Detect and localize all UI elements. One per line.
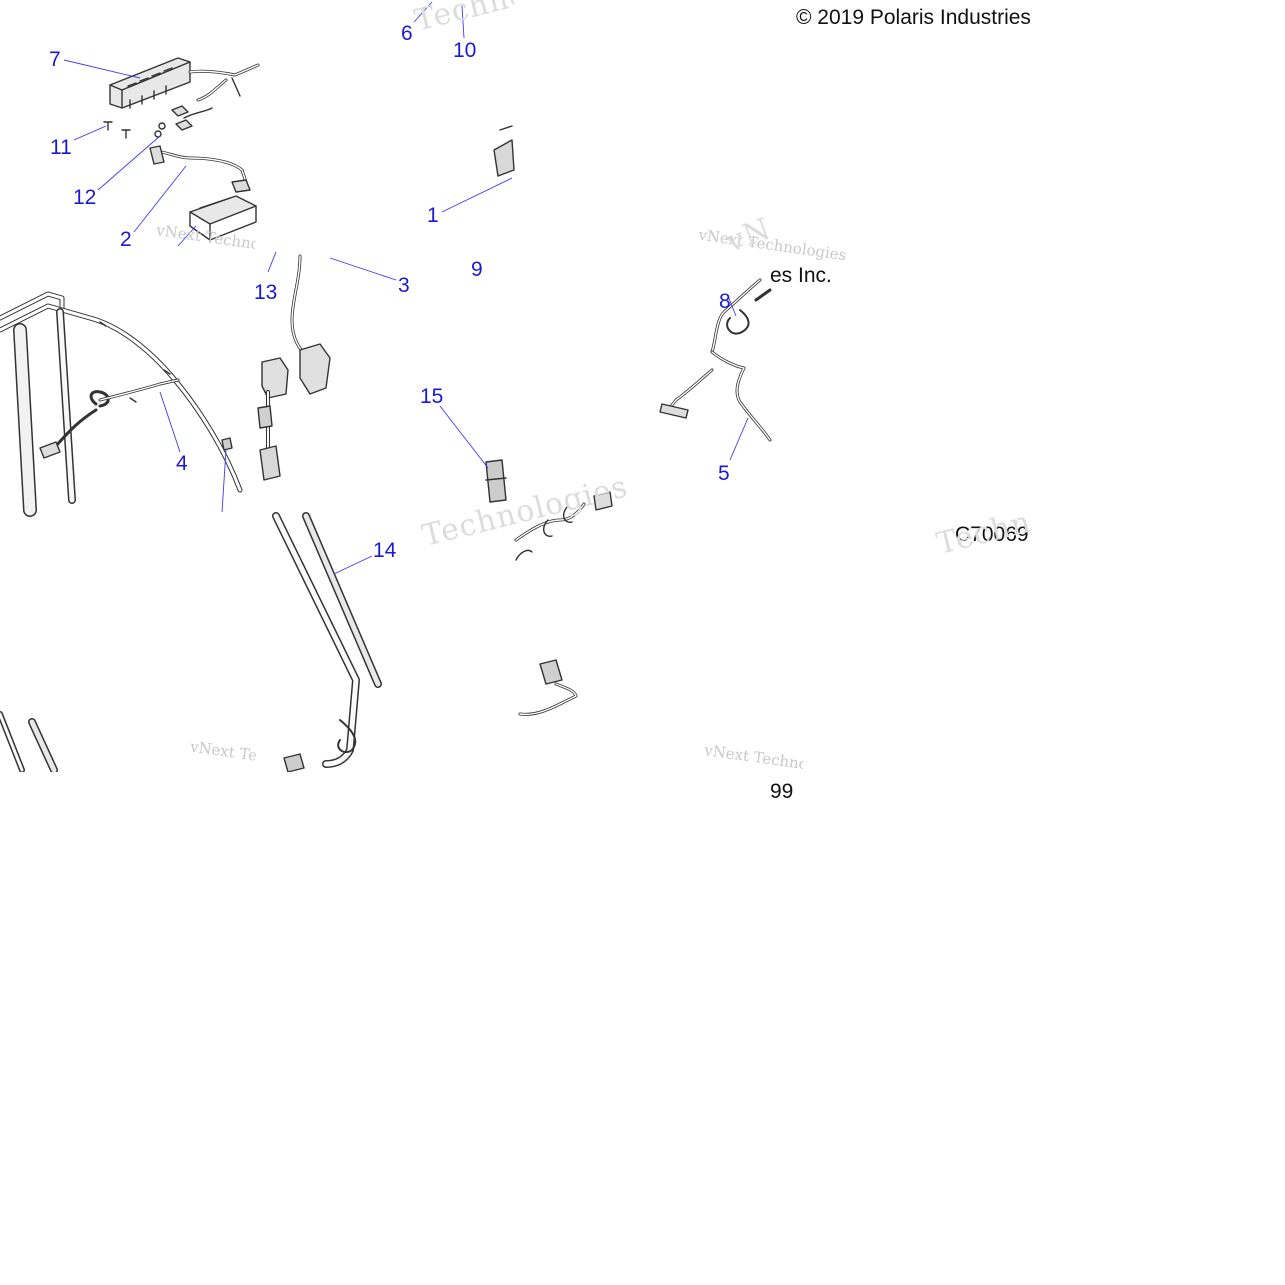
- blank-region-center-right: [772, 290, 1030, 510]
- leader-7: [63, 59, 141, 79]
- callout-14: 14: [373, 539, 397, 562]
- leader-12: [97, 135, 161, 191]
- leader-2: [133, 165, 187, 233]
- callout-13: 13: [254, 281, 278, 304]
- leader-6: [413, 1, 433, 23]
- callout-10: 10: [453, 39, 477, 62]
- callout-2: 2: [120, 228, 132, 251]
- leader-5: [729, 417, 749, 461]
- leader-10: [461, 5, 465, 39]
- leader-15: [439, 405, 489, 469]
- callout-6: 6: [401, 22, 413, 45]
- blank-region-lower-right: [620, 548, 1030, 728]
- page-fragment: 99: [770, 780, 794, 803]
- callout-1: 1: [427, 204, 439, 227]
- callout-8: 8: [719, 290, 731, 313]
- leader-3: [329, 257, 397, 281]
- fuse-block-part: [109, 57, 191, 109]
- callout-3: 3: [398, 274, 410, 297]
- blank-region-upper-mid: [516, 30, 1030, 230]
- leader-16: [221, 449, 227, 513]
- copyright-text: © 2019 Polaris Industries: [796, 7, 1030, 28]
- blank-region-lower-left: [0, 772, 512, 1030]
- company-fragment: es Inc.: [770, 264, 832, 287]
- leader-1: [441, 177, 513, 213]
- leader-14: [333, 555, 373, 575]
- leader-4: [159, 391, 181, 453]
- callout-11: 11: [50, 136, 72, 159]
- blank-region-lower-mid: [548, 806, 1030, 1030]
- leader-2b: [177, 225, 197, 247]
- callout-4: 4: [176, 452, 188, 475]
- callout-15: 15: [420, 385, 444, 408]
- callout-12: 12: [73, 186, 97, 209]
- leader-11: [73, 125, 107, 141]
- callout-5: 5: [718, 462, 730, 485]
- callout-9: 9: [471, 258, 483, 281]
- leader-13: [267, 251, 277, 273]
- leader-8: [727, 295, 737, 317]
- blank-region-mid-right: [516, 230, 656, 486]
- blank-region-bottom: [0, 1030, 1285, 1285]
- drawing-code: C70069: [955, 524, 1029, 545]
- callout-7: 7: [49, 48, 61, 71]
